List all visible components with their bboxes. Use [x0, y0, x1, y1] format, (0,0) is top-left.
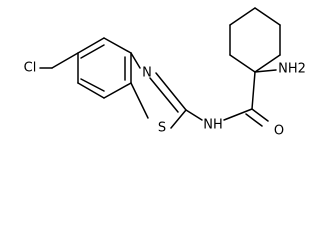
amide-nitrogen-label: NH [203, 118, 223, 133]
amide-linker [185, 71, 269, 127]
cyclohexane-ring [229, 7, 281, 73]
thiazole-ring [130, 52, 187, 129]
benzene-ring [51, 37, 132, 99]
thiazole-nitrogen-label: N [142, 66, 152, 81]
carbonyl-oxygen-label: O [274, 124, 284, 139]
chemical-structure-diagram: Cl N S NH NH2 O [24, 7, 306, 139]
amine-label: NH2 [278, 62, 306, 77]
thiazole-sulfur-label: S [158, 121, 166, 136]
chlorine-label: Cl [24, 61, 37, 76]
